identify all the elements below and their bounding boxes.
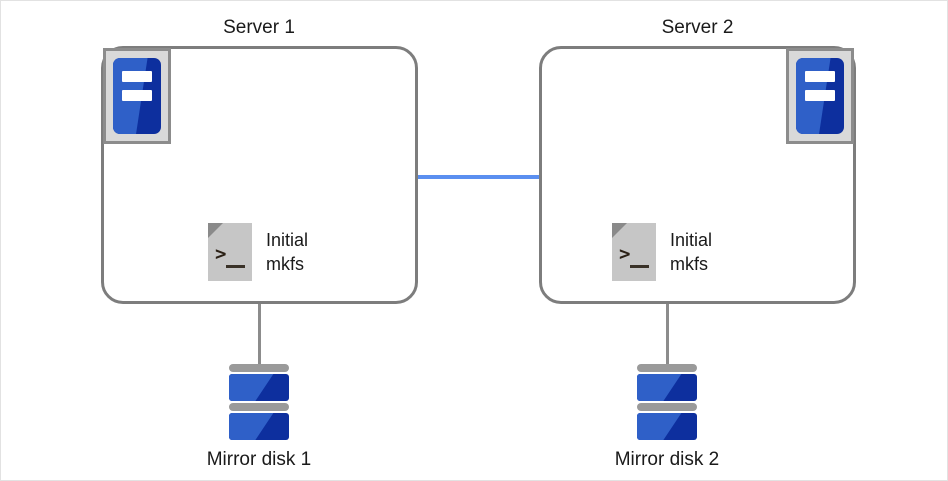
disk-plate-top bbox=[229, 364, 289, 372]
server-1-terminal-script-icon: > bbox=[208, 223, 252, 281]
disk-plate-middle bbox=[637, 403, 697, 411]
server-2-mkfs-label: Initial mkfs bbox=[670, 228, 712, 277]
server-rack-bar-bottom bbox=[122, 90, 152, 101]
server-rack-bar-top bbox=[122, 71, 152, 82]
server-1-mkfs-label-line1: Initial bbox=[266, 229, 309, 250]
script-cursor-underscore bbox=[226, 265, 245, 268]
server-2-rack-icon bbox=[786, 48, 854, 144]
mirror-disk-1-caption: Mirror disk 1 bbox=[206, 449, 312, 470]
server-1-rack-icon bbox=[103, 48, 171, 144]
server-1-disk-connector bbox=[258, 304, 261, 366]
disk-plate-middle bbox=[229, 403, 289, 411]
server-rack-bar-bottom bbox=[805, 90, 835, 101]
server-1-mkfs-label-line2: mkfs bbox=[266, 254, 304, 274]
mirror-disk-2-icon bbox=[637, 364, 697, 442]
script-cursor-underscore bbox=[630, 265, 649, 268]
server-rack-bar-top bbox=[805, 71, 835, 82]
disk-block-lower bbox=[229, 413, 289, 440]
disk-block-upper bbox=[637, 374, 697, 401]
server-interconnect-link bbox=[418, 175, 540, 179]
mirror-disk-1-icon bbox=[229, 364, 289, 442]
server-2-mkfs-label-line1: Initial bbox=[670, 229, 713, 250]
server-2-terminal-script-icon: > bbox=[612, 223, 656, 281]
server-2-disk-connector bbox=[666, 304, 669, 366]
script-fold-corner bbox=[612, 223, 627, 238]
server-2-caption: Server 2 bbox=[661, 17, 734, 38]
server-1-mkfs-label: Initial mkfs bbox=[266, 228, 308, 277]
disk-plate-top bbox=[637, 364, 697, 372]
script-prompt-glyph: > bbox=[619, 243, 631, 265]
server-rack-icon-body bbox=[113, 58, 161, 134]
script-prompt-glyph: > bbox=[215, 243, 227, 265]
server-rack-icon-body bbox=[796, 58, 844, 134]
server-1-caption: Server 1 bbox=[223, 17, 295, 38]
disk-block-lower bbox=[637, 413, 697, 440]
mirror-disk-2-caption: Mirror disk 2 bbox=[614, 449, 720, 470]
server-2-mkfs-group: > Initial mkfs bbox=[612, 223, 712, 281]
script-fold-corner bbox=[208, 223, 223, 238]
server-2-mkfs-label-line2: mkfs bbox=[670, 254, 708, 274]
server-1-mkfs-group: > Initial mkfs bbox=[208, 223, 308, 281]
disk-block-upper bbox=[229, 374, 289, 401]
